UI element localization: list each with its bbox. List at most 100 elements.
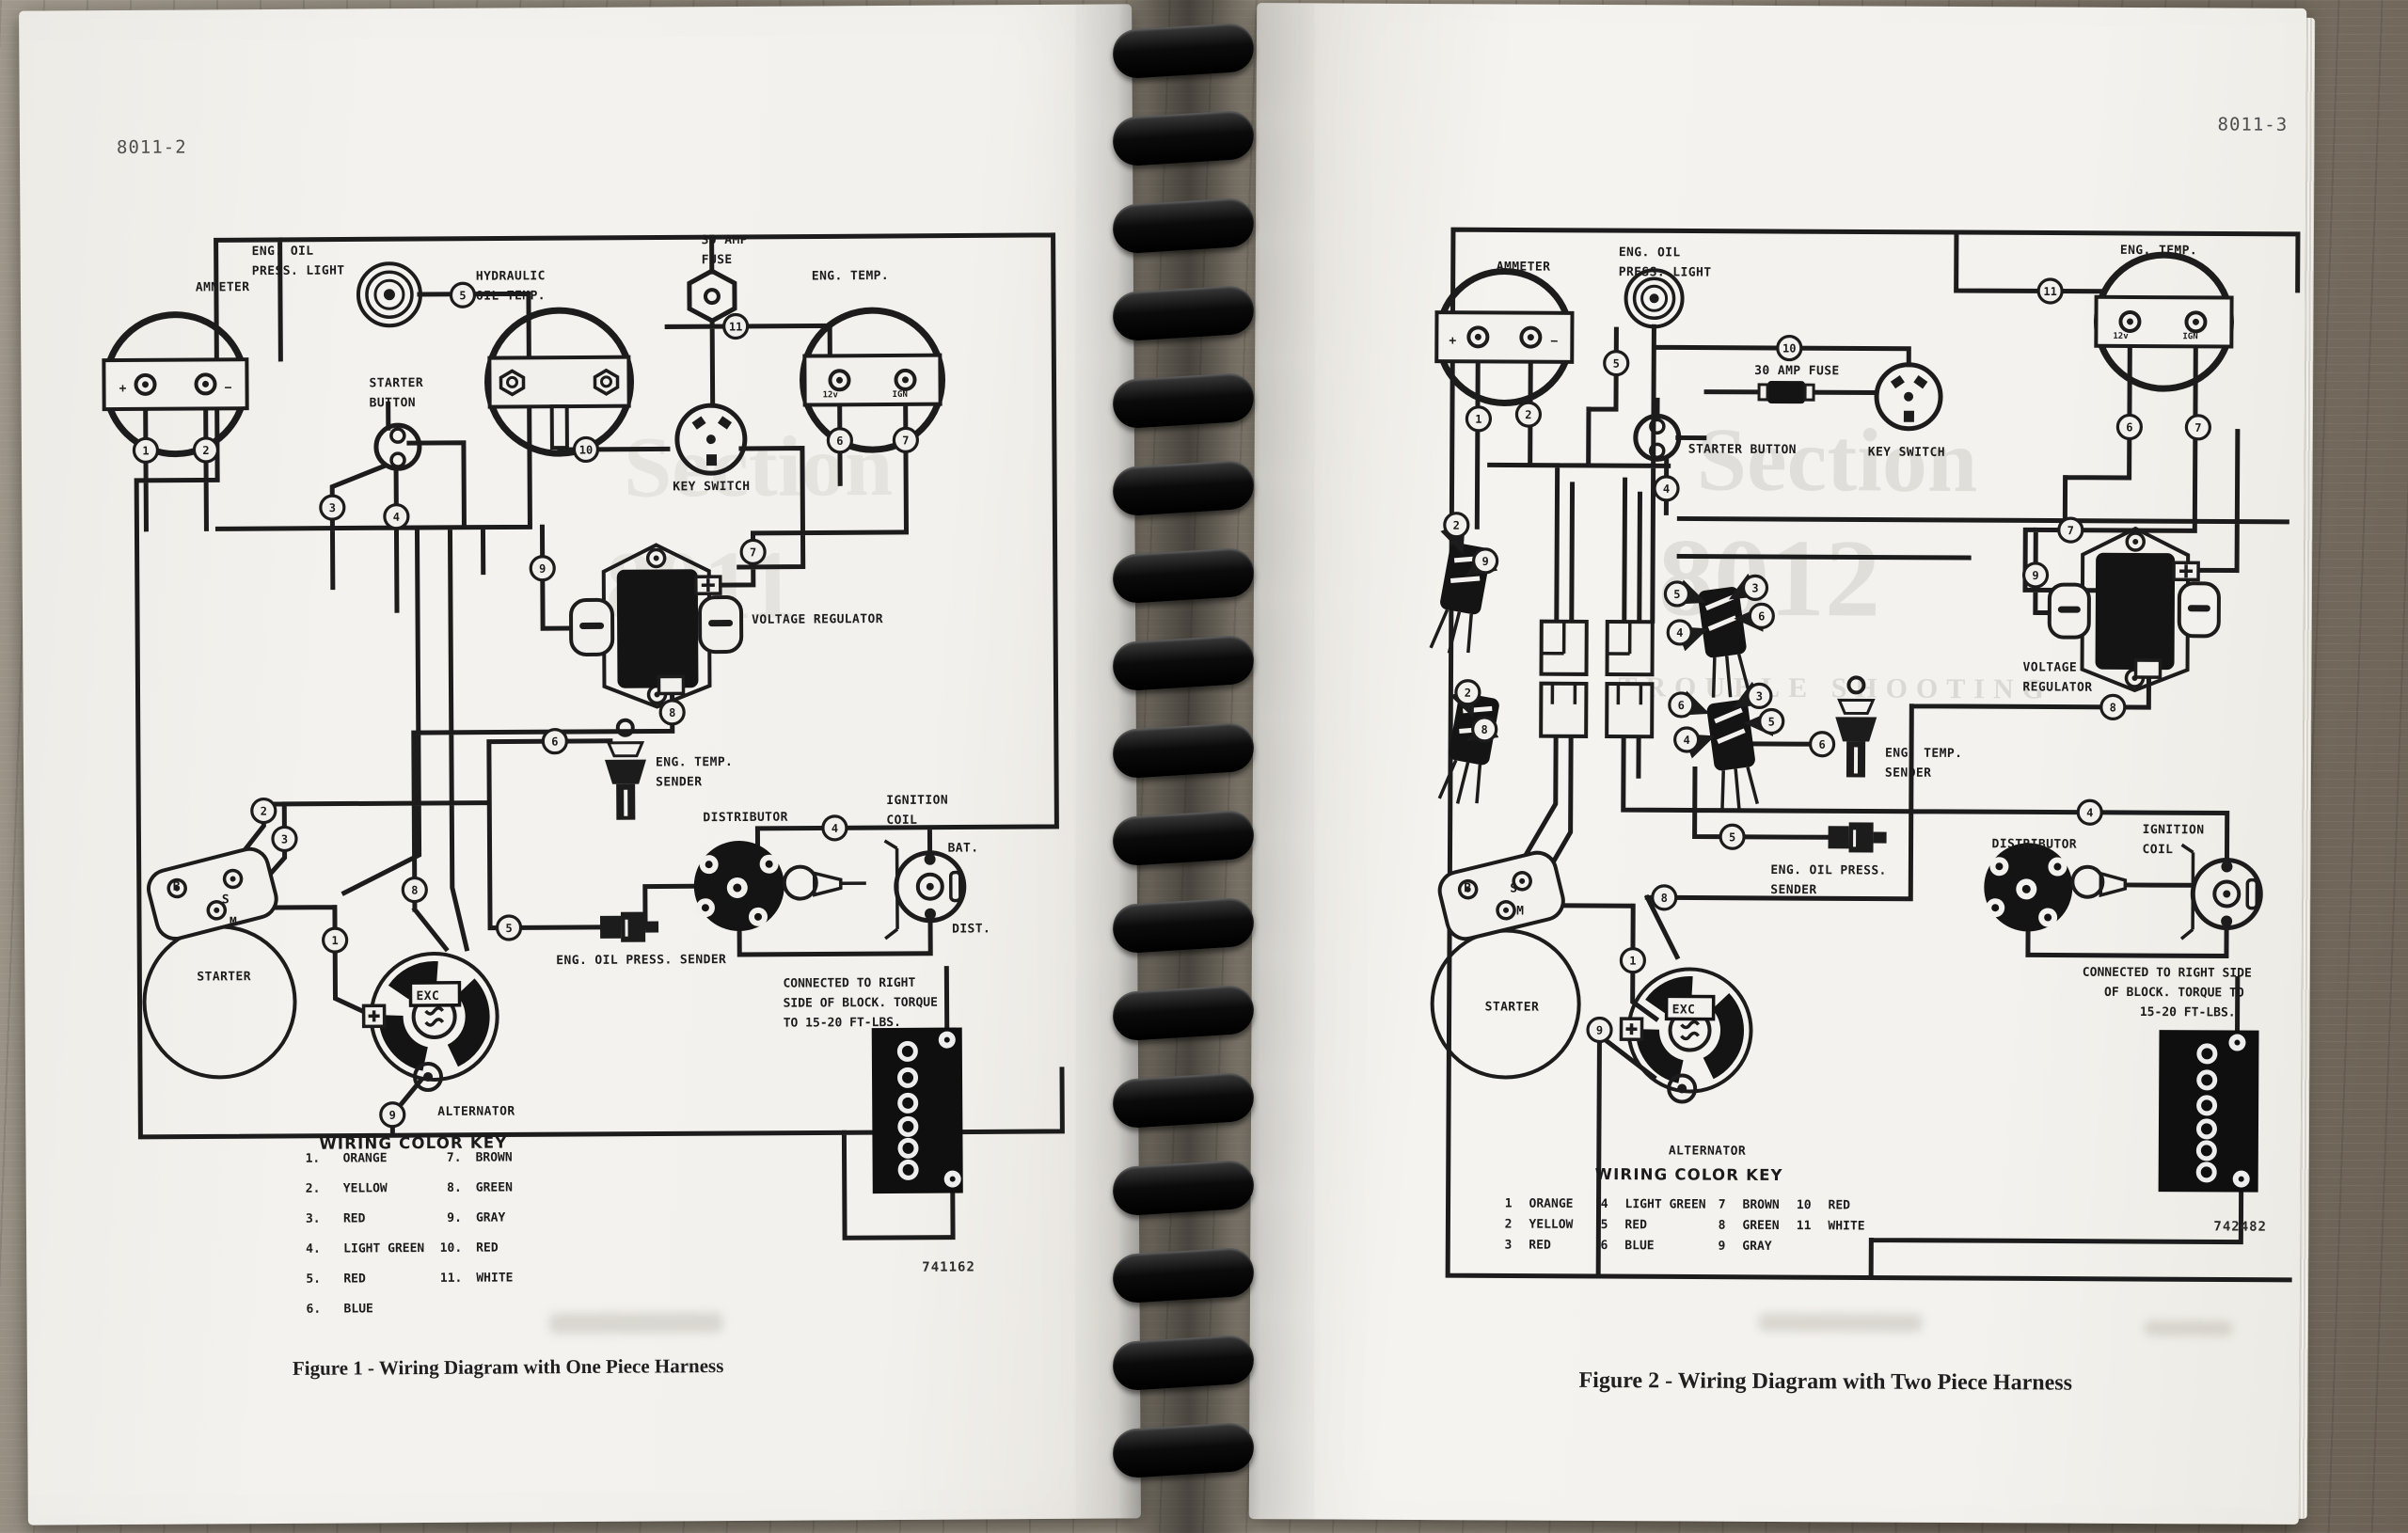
svg-text:2: 2 bbox=[1525, 408, 1531, 421]
oil-pressure-sender: ENG. OIL PRESS. SENDER bbox=[556, 911, 726, 968]
svg-text:2: 2 bbox=[202, 444, 209, 457]
svg-text:4: 4 bbox=[393, 511, 400, 524]
svg-text:7: 7 bbox=[2067, 524, 2074, 537]
svg-text:STARTER BUTTON: STARTER BUTTON bbox=[1688, 442, 1797, 457]
svg-text:4: 4 bbox=[1683, 734, 1689, 747]
svg-text:M: M bbox=[1516, 905, 1524, 919]
svg-text:4: 4 bbox=[1676, 626, 1683, 640]
torque-note: CONNECTED TO RIGHT SIDE OF BLOCK. TORQUE… bbox=[783, 976, 938, 1031]
pigtail-connector bbox=[1698, 587, 1751, 698]
svg-text:Section: Section bbox=[624, 418, 894, 515]
svg-text:Section: Section bbox=[1696, 409, 1977, 512]
svg-text:3: 3 bbox=[1756, 689, 1763, 703]
svg-text:6: 6 bbox=[1758, 609, 1765, 623]
svg-text:ORANGE: ORANGE bbox=[1529, 1197, 1574, 1211]
svg-text:9: 9 bbox=[539, 562, 546, 576]
bleed-through-smudge bbox=[2143, 1320, 2233, 1336]
svg-text:EXC: EXC bbox=[416, 989, 439, 1004]
svg-text:SIDE OF BLOCK. TORQUE: SIDE OF BLOCK. TORQUE bbox=[784, 996, 938, 1011]
svg-text:YELLOW: YELLOW bbox=[1529, 1218, 1573, 1232]
svg-text:LIGHT GREEN: LIGHT GREEN bbox=[1625, 1197, 1706, 1211]
svg-text:5.: 5. bbox=[306, 1272, 321, 1287]
svg-text:6: 6 bbox=[836, 435, 843, 448]
page-number: 8011-3 bbox=[2218, 114, 2289, 134]
svg-text:4: 4 bbox=[1601, 1197, 1608, 1211]
svg-text:WHITE: WHITE bbox=[476, 1271, 513, 1285]
svg-text:7: 7 bbox=[902, 434, 909, 447]
svg-text:2: 2 bbox=[261, 805, 267, 818]
starter-button: STARTER BUTTON bbox=[369, 376, 423, 471]
svg-text:ENG. OIL PRESS. SENDER: ENG. OIL PRESS. SENDER bbox=[556, 953, 726, 968]
fuse-30amp: 30 AMP FUSE bbox=[1754, 364, 1840, 404]
svg-text:7: 7 bbox=[2194, 421, 2201, 435]
svg-text:LIGHT GREEN: LIGHT GREEN bbox=[343, 1241, 424, 1256]
comb-tooth bbox=[1111, 109, 1256, 167]
comb-tooth bbox=[1111, 284, 1256, 342]
svg-text:BAT.: BAT. bbox=[948, 841, 979, 855]
svg-text:RED: RED bbox=[343, 1272, 366, 1286]
svg-text:DISTRIBUTOR: DISTRIBUTOR bbox=[703, 811, 788, 826]
svg-text:11: 11 bbox=[1797, 1219, 1812, 1233]
oil-pressure-light: ENG. OIL PRESS. LIGHT bbox=[252, 245, 422, 328]
ignition-coil: IGNITION COIL bbox=[2142, 823, 2263, 940]
svg-text:ENG. TEMP.: ENG. TEMP. bbox=[1885, 747, 1962, 761]
svg-text:GREEN: GREEN bbox=[1742, 1219, 1779, 1233]
svg-text:S: S bbox=[222, 893, 230, 907]
svg-text:ENG. TEMP.: ENG. TEMP. bbox=[812, 269, 889, 284]
svg-text:ENG. OIL PRESS.: ENG. OIL PRESS. bbox=[1770, 863, 1886, 878]
svg-text:30 AMP FUSE: 30 AMP FUSE bbox=[1754, 364, 1840, 378]
svg-text:4: 4 bbox=[2086, 806, 2093, 819]
svg-text:PRESS. LIGHT: PRESS. LIGHT bbox=[252, 264, 345, 279]
svg-text:5: 5 bbox=[505, 922, 512, 935]
svg-text:2.: 2. bbox=[306, 1182, 321, 1196]
svg-text:VOLTAGE REGULATOR: VOLTAGE REGULATOR bbox=[752, 612, 883, 627]
svg-text:2: 2 bbox=[1505, 1217, 1513, 1231]
svg-text:IGNITION: IGNITION bbox=[886, 794, 948, 808]
color-key-title: WIRING COLOR KEY bbox=[319, 1133, 507, 1152]
svg-text:CONNECTED TO RIGHT SIDE: CONNECTED TO RIGHT SIDE bbox=[2083, 966, 2252, 981]
alternator: EXC ALTERNATOR bbox=[361, 951, 515, 1119]
svg-text:REGULATOR: REGULATOR bbox=[2022, 680, 2092, 694]
svg-text:11: 11 bbox=[729, 320, 743, 333]
svg-text:RED: RED bbox=[1624, 1218, 1647, 1232]
svg-text:SENDER: SENDER bbox=[656, 775, 702, 789]
svg-text:8: 8 bbox=[411, 884, 418, 897]
comb-tooth bbox=[1111, 371, 1256, 430]
comb-tooth bbox=[1111, 634, 1256, 692]
svg-text:6: 6 bbox=[1818, 738, 1825, 751]
oil-pressure-sender: ENG. OIL PRESS. SENDER bbox=[1770, 822, 1887, 897]
figure-caption: Figure 2 - Wiring Diagram with Two Piece… bbox=[1578, 1368, 2072, 1396]
svg-text:5: 5 bbox=[1613, 357, 1620, 371]
svg-text:5: 5 bbox=[1729, 830, 1735, 844]
wiring-diagram-one-piece: Section 8011 8011-2 + − AMMETER ENG. OIL… bbox=[102, 137, 1065, 1380]
svg-text:BUTTON: BUTTON bbox=[370, 396, 416, 410]
svg-text:ORANGE: ORANGE bbox=[343, 1151, 388, 1165]
svg-text:9: 9 bbox=[1718, 1240, 1725, 1254]
pigtail-connector bbox=[1706, 700, 1760, 811]
svg-text:1: 1 bbox=[142, 444, 149, 457]
svg-text:1: 1 bbox=[1475, 413, 1481, 426]
svg-text:5: 5 bbox=[1601, 1218, 1608, 1232]
svg-text:GREEN: GREEN bbox=[476, 1180, 513, 1194]
svg-text:S: S bbox=[1510, 882, 1517, 896]
svg-text:DISTRIBUTOR: DISTRIBUTOR bbox=[1992, 837, 2078, 851]
svg-text:STARTER: STARTER bbox=[1485, 1000, 1540, 1014]
svg-text:2: 2 bbox=[1453, 519, 1460, 532]
fuse-30amp: 30 AMP FUSE bbox=[687, 233, 748, 324]
color-key-title: WIRING COLOR KEY bbox=[1595, 1165, 1783, 1184]
voltage-regulator: VOLTAGE REGULATOR bbox=[569, 543, 883, 709]
comb-tooth bbox=[1111, 1071, 1256, 1130]
starter-motor: B S M STARTER bbox=[1430, 850, 1581, 1080]
svg-text:DIST.: DIST. bbox=[952, 922, 990, 936]
comb-tooth bbox=[1111, 1159, 1256, 1217]
svg-text:STARTER: STARTER bbox=[197, 970, 251, 984]
svg-text:BROWN: BROWN bbox=[476, 1150, 513, 1164]
comb-tooth bbox=[1111, 22, 1256, 80]
distributor: DISTRIBUTOR bbox=[1984, 837, 2128, 932]
svg-text:8: 8 bbox=[1661, 892, 1668, 905]
svg-text:OF BLOCK. TORQUE TO: OF BLOCK. TORQUE TO bbox=[2104, 986, 2244, 1001]
svg-text:9: 9 bbox=[1481, 555, 1488, 568]
svg-text:BLUE: BLUE bbox=[343, 1302, 372, 1316]
